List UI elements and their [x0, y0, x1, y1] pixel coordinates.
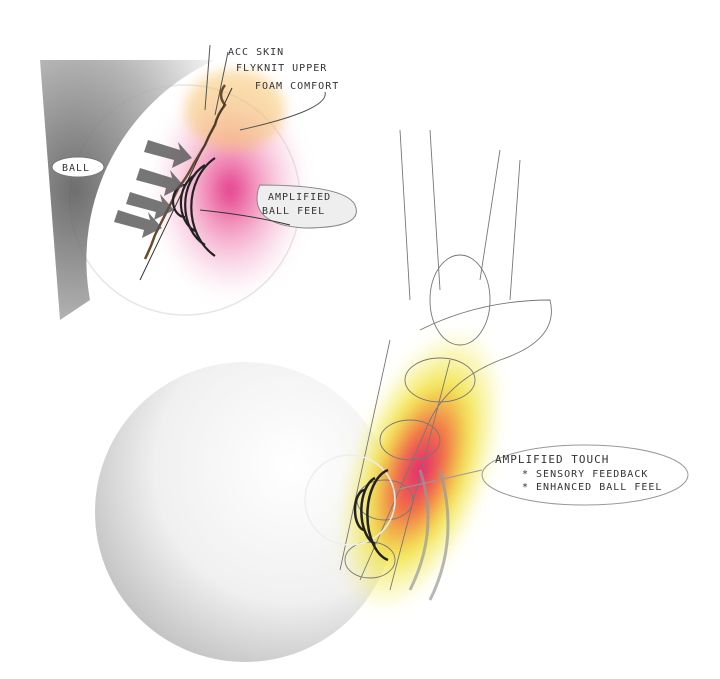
callout-title: AMPLIFIED TOUCH — [495, 453, 609, 466]
watermark: 懂设帝 — [618, 643, 678, 667]
detail-view: ACC SKIN FLYKNIT UPPER FOAM COMFORT BALL… — [40, 44, 357, 320]
ball-section — [40, 60, 215, 320]
vibration-waves-icon — [353, 468, 389, 562]
effect-label-bubble — [256, 184, 357, 229]
label-amplified: AMPLIFIED — [268, 192, 331, 203]
foot-skeleton-sketch — [339, 129, 552, 591]
callout-point-sensory: * SENSORY FEEDBACK — [522, 469, 648, 480]
ball-label-bubble — [51, 156, 105, 178]
label-ball: BALL — [62, 163, 90, 174]
label-ball-feel: BALL FEEL — [262, 206, 325, 217]
ball — [95, 362, 395, 662]
callout-bubble — [481, 444, 689, 506]
callout-point-ball-feel: * ENHANCED BALL FEEL — [522, 482, 662, 493]
label-foam-comfort: FOAM COMFORT — [255, 81, 339, 92]
impact-arrows-icon — [114, 140, 192, 238]
label-flyknit-upper: FLYKNIT UPPER — [236, 63, 327, 74]
label-acc-skin: ACC SKIN — [228, 47, 284, 58]
main-view: AMPLIFIED TOUCH * SENSORY FEEDBACK * ENH… — [95, 129, 689, 662]
